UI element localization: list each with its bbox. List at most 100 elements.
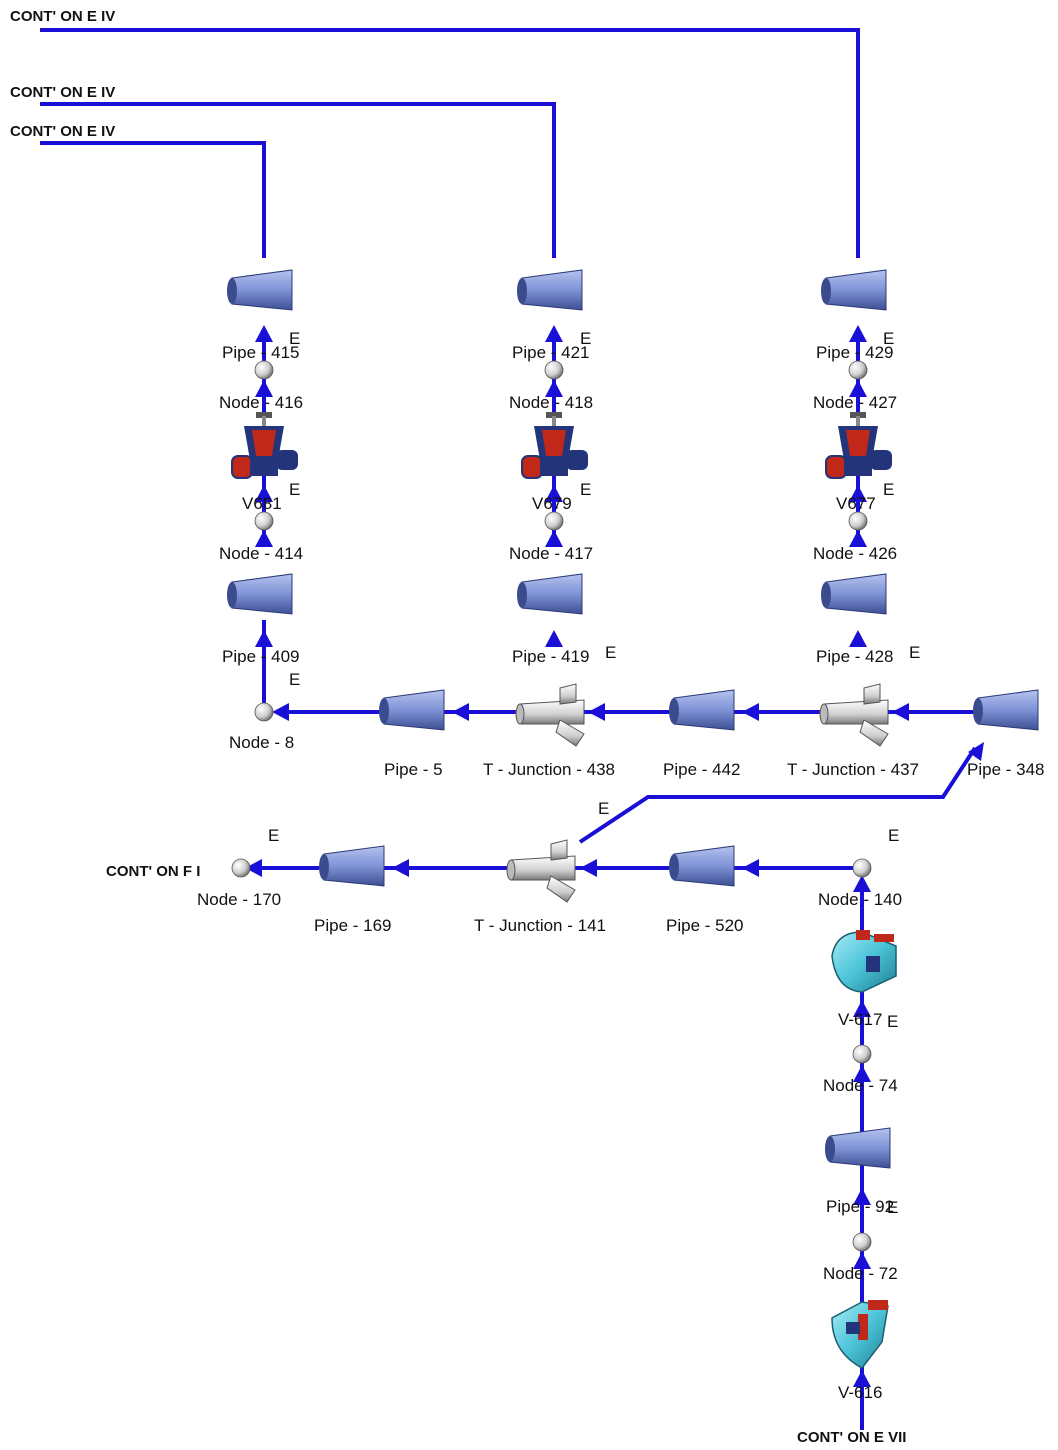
node-icon bbox=[852, 1232, 872, 1252]
arrow-up-icon bbox=[853, 1252, 871, 1269]
node-icon bbox=[852, 858, 872, 878]
e-marker: E bbox=[887, 1198, 898, 1217]
label-v-679: V679 bbox=[532, 494, 572, 513]
label-pipe-92: Pipe - 92 bbox=[826, 1197, 894, 1216]
label-v-616: V-616 bbox=[838, 1383, 882, 1402]
label-node-427: Node - 427 bbox=[813, 393, 897, 412]
label-node-414: Node - 414 bbox=[219, 544, 303, 563]
e-marker: E bbox=[289, 670, 300, 689]
pipe-icon bbox=[973, 689, 1039, 731]
pipe-icon bbox=[517, 573, 583, 615]
arrow-up-icon bbox=[255, 530, 273, 547]
label-pipe-429: Pipe - 429 bbox=[816, 343, 894, 362]
label-node-74: Node - 74 bbox=[823, 1076, 898, 1095]
flow-arrows bbox=[245, 325, 984, 1387]
label-t-junction-141: T - Junction - 141 bbox=[474, 916, 606, 935]
cont-label-e-iv-top: CONT' ON E IV bbox=[10, 8, 115, 25]
cont-label-f-i: CONT' ON F I bbox=[106, 863, 200, 880]
arrow-up-icon bbox=[255, 630, 273, 647]
label-pipe-428: Pipe - 428 bbox=[816, 647, 894, 666]
label-node-140: Node - 140 bbox=[818, 890, 902, 909]
t-junctions bbox=[506, 683, 889, 903]
t-junction-icon bbox=[515, 683, 585, 747]
e-marker: E bbox=[887, 1012, 898, 1031]
label-pipe-169: Pipe - 169 bbox=[314, 916, 392, 935]
node-icon bbox=[254, 702, 274, 722]
flow-lines bbox=[40, 28, 977, 1430]
arrow-up-icon bbox=[853, 875, 871, 892]
label-v-617: V-617 bbox=[838, 1010, 882, 1029]
arrow-up-icon bbox=[545, 530, 563, 547]
gate-valve-icon bbox=[521, 412, 588, 479]
gate-valve-icon bbox=[825, 412, 892, 479]
node-icon bbox=[852, 1044, 872, 1064]
e-markers: E E E E E E E E E E E E E E bbox=[268, 329, 920, 1217]
label-node-417: Node - 417 bbox=[509, 544, 593, 563]
node-icon bbox=[254, 511, 274, 531]
component-labels: Pipe - 415 Node - 416 V681 Node - 414 Pi… bbox=[197, 343, 1045, 1402]
arrow-up-icon bbox=[545, 630, 563, 647]
pipe-icon bbox=[669, 689, 735, 731]
pipe-icon bbox=[379, 689, 445, 731]
arrow-left-icon bbox=[588, 703, 605, 721]
pipe-icon bbox=[227, 269, 293, 311]
pipe-icon bbox=[227, 573, 293, 615]
line-diagonal-348 bbox=[578, 746, 977, 844]
nodes bbox=[231, 360, 872, 1252]
pipe-icon bbox=[517, 269, 583, 311]
arrow-up-icon bbox=[255, 325, 273, 342]
check-valves bbox=[831, 930, 897, 1369]
arrow-up-icon bbox=[849, 530, 867, 547]
check-valve-icon bbox=[831, 930, 897, 993]
node-icon bbox=[231, 858, 251, 878]
label-v-681: V681 bbox=[242, 494, 282, 513]
label-pipe-415: Pipe - 415 bbox=[222, 343, 300, 362]
node-icon bbox=[544, 360, 564, 380]
continuation-labels: CONT' ON E IV CONT' ON E IV CONT' ON E I… bbox=[10, 8, 906, 1446]
label-node-426: Node - 426 bbox=[813, 544, 897, 563]
arrow-up-icon bbox=[853, 1000, 871, 1017]
pipes bbox=[227, 269, 1039, 1169]
arrow-up-icon bbox=[849, 485, 867, 502]
line-right-top bbox=[40, 28, 860, 258]
arrow-left-icon bbox=[742, 703, 759, 721]
arrow-up-icon bbox=[853, 1370, 871, 1387]
arrow-left-icon bbox=[272, 703, 289, 721]
arrow-up-icon bbox=[853, 1065, 871, 1082]
e-marker: E bbox=[883, 329, 894, 348]
arrow-left-icon bbox=[245, 859, 262, 877]
arrow-left-icon bbox=[742, 859, 759, 877]
node-icon bbox=[848, 360, 868, 380]
arrow-left-icon bbox=[892, 703, 909, 721]
pipe-icon bbox=[669, 845, 735, 887]
label-t-junction-438: T - Junction - 438 bbox=[483, 760, 615, 779]
t-junction-icon bbox=[819, 683, 889, 747]
label-node-72: Node - 72 bbox=[823, 1264, 898, 1283]
e-marker: E bbox=[883, 480, 894, 499]
line-mid-top bbox=[40, 102, 556, 258]
line-left-top bbox=[40, 141, 266, 258]
arrow-up-icon bbox=[545, 325, 563, 342]
label-pipe-348: Pipe - 348 bbox=[967, 760, 1045, 779]
pipe-icon bbox=[821, 573, 887, 615]
label-pipe-409: Pipe - 409 bbox=[222, 647, 300, 666]
cont-label-e-vii: CONT' ON E VII bbox=[797, 1429, 906, 1446]
t-junction-icon bbox=[506, 839, 576, 903]
label-node-416: Node - 416 bbox=[219, 393, 303, 412]
arrow-up-icon bbox=[849, 325, 867, 342]
arrow-up-icon bbox=[545, 380, 563, 397]
arrow-left-icon bbox=[580, 859, 597, 877]
e-marker: E bbox=[888, 826, 899, 845]
arrow-up-icon bbox=[255, 380, 273, 397]
arrow-up-icon bbox=[849, 630, 867, 647]
e-marker: E bbox=[605, 643, 616, 662]
node-icon bbox=[254, 360, 274, 380]
pipe-icon bbox=[821, 269, 887, 311]
label-node-418: Node - 418 bbox=[509, 393, 593, 412]
arrow-up-icon bbox=[255, 485, 273, 502]
label-node-8: Node - 8 bbox=[229, 733, 294, 752]
e-marker: E bbox=[580, 329, 591, 348]
e-marker: E bbox=[598, 799, 609, 818]
pipe-icon bbox=[319, 845, 385, 887]
